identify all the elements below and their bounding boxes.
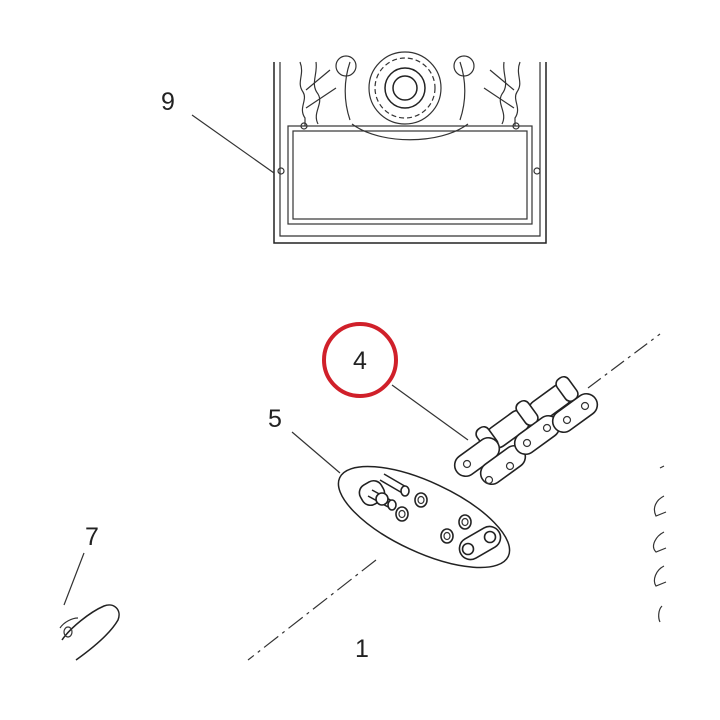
callout-4: 4	[353, 347, 367, 375]
callout-7: 7	[85, 523, 99, 551]
callout-4-highlight-circle	[322, 322, 398, 398]
leader-line-9	[191, 114, 275, 174]
leader-line-7	[63, 552, 85, 606]
part-7-clip	[59, 604, 120, 661]
master-link-kit	[337, 465, 511, 569]
callout-1: 1	[355, 635, 369, 663]
right-edge-partial-parts	[652, 465, 667, 623]
chain-centerline	[587, 333, 661, 389]
callout-5: 5	[268, 405, 282, 433]
callout-9: 9	[161, 88, 175, 116]
leader-line-5	[291, 431, 341, 474]
sprocket-cover-housing	[273, 51, 547, 244]
part-1-centerline	[247, 559, 377, 661]
drive-chain	[453, 375, 599, 486]
leader-line-4	[391, 384, 469, 441]
